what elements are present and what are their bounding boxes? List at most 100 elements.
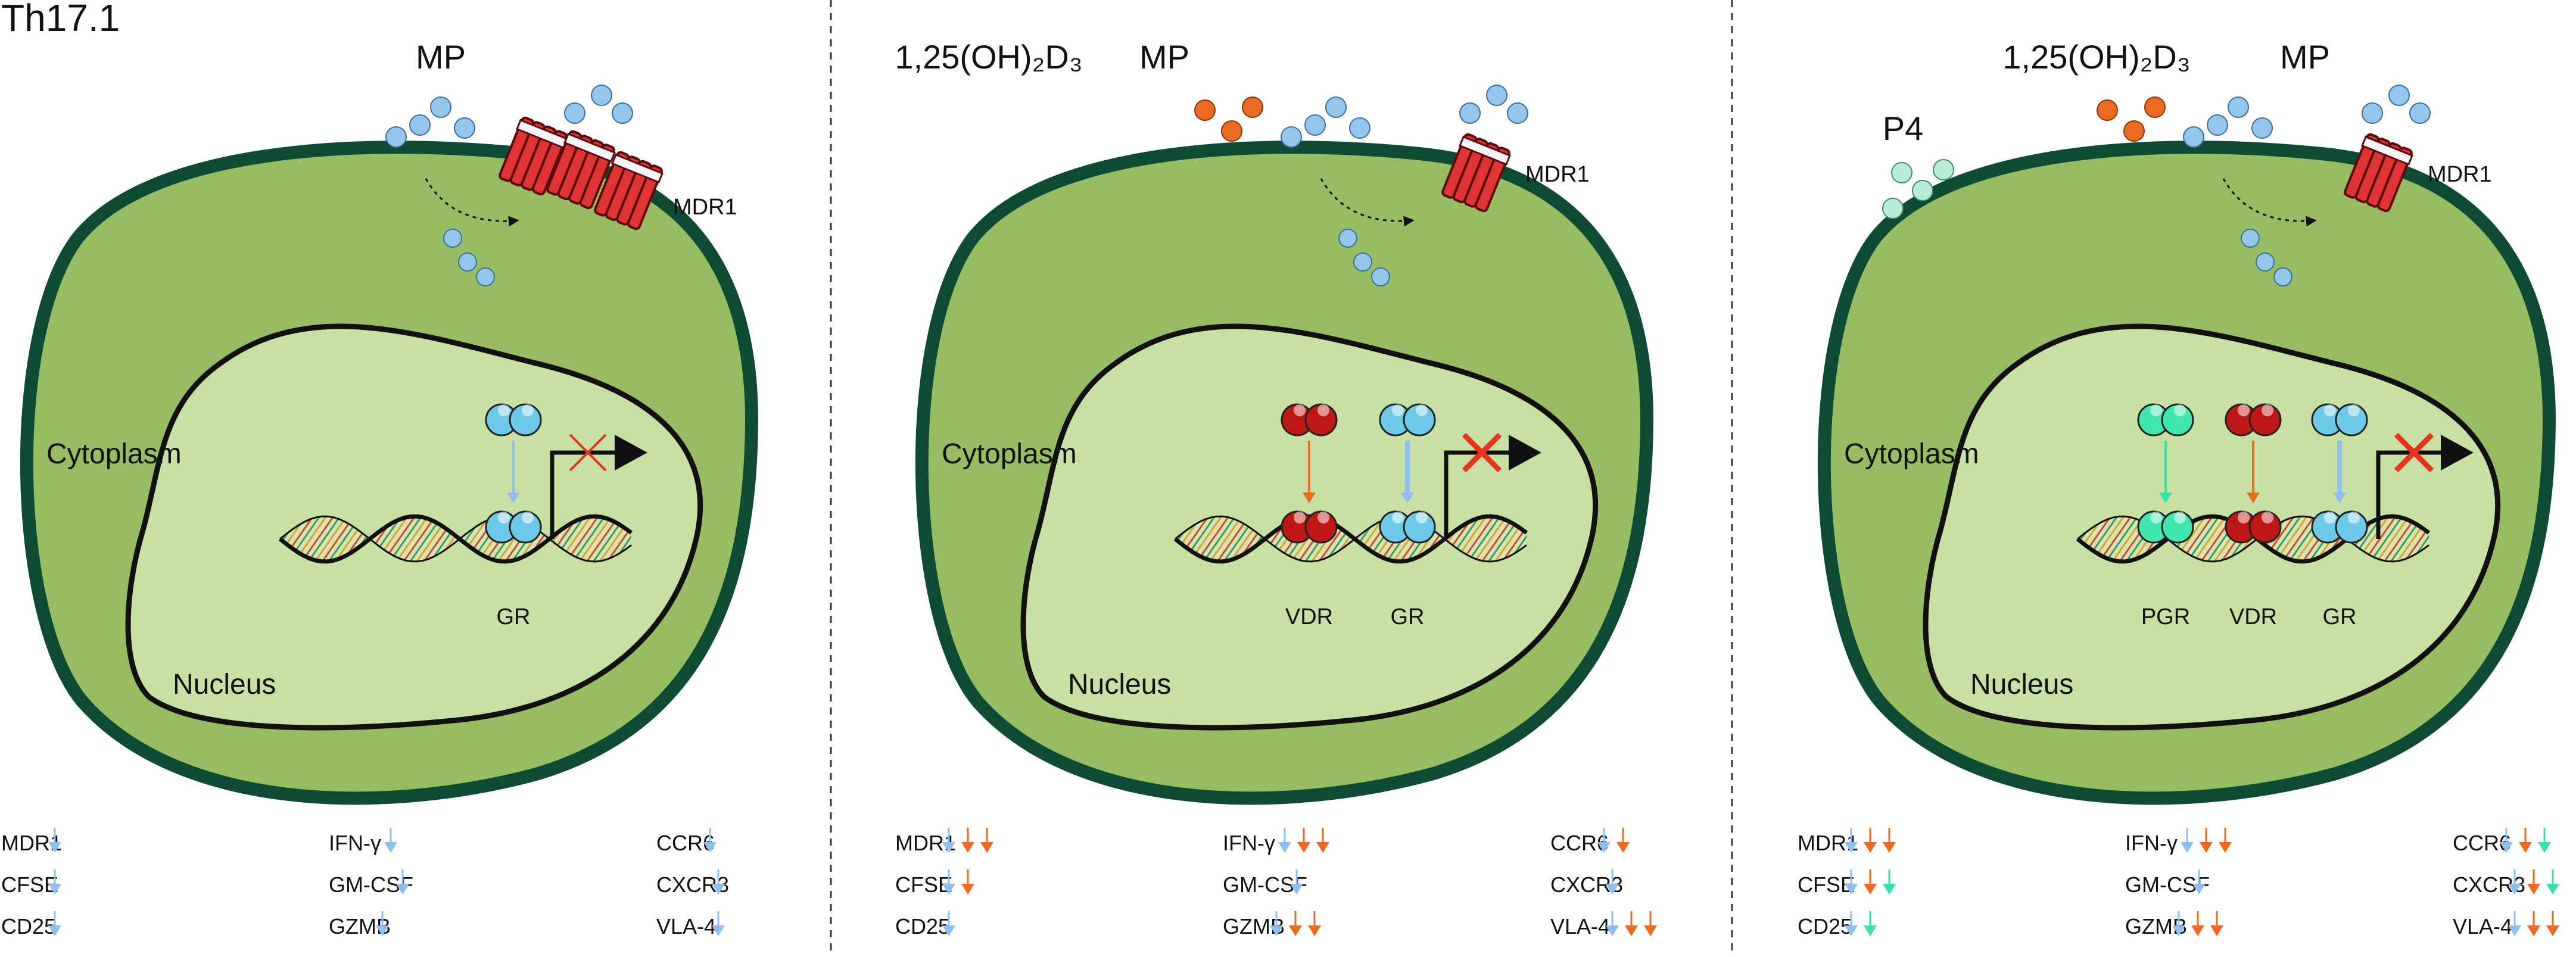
- vitd-molecule: [1242, 96, 1263, 118]
- mp-molecule-intracellular: [1353, 253, 1372, 272]
- dna-helix: [278, 514, 633, 564]
- dna-strand: [279, 515, 632, 563]
- dna-helix: [1173, 514, 1528, 564]
- arrow-head: [1864, 884, 1877, 894]
- nucleus-label: Nucleus: [1068, 669, 1171, 700]
- transporter-helix: [627, 164, 663, 230]
- arrow-head: [2527, 884, 2540, 894]
- nucleus-label: Nucleus: [1970, 669, 2073, 700]
- cytoplasm-label: Cytoplasm: [1844, 438, 1979, 470]
- receptor-highlight: [1416, 512, 1428, 523]
- arrow-head: [2219, 842, 2232, 853]
- arrow-head: [1864, 842, 1877, 853]
- arrow-head: [1606, 884, 1619, 894]
- vitd-molecule: [1221, 120, 1242, 142]
- receptor-gr-bound: [1379, 510, 1436, 544]
- arrow-head: [48, 884, 61, 894]
- receptor-highlight: [498, 512, 510, 523]
- mdr1-transporter: [499, 116, 568, 196]
- mp-molecule: [1486, 85, 1507, 106]
- arrow-head: [2508, 925, 2521, 936]
- panels: CytoplasmNucleusMDR1GRMPMDR1CFSECD25IFN-…: [1, 38, 2559, 939]
- receptor-highlight: [2262, 512, 2273, 523]
- receptor-gr-bound: [2311, 510, 2368, 544]
- receptor-highlight: [522, 404, 534, 416]
- arrow-head: [1883, 842, 1896, 853]
- receptor-highlight: [1317, 404, 1329, 416]
- arrow-head: [2519, 842, 2532, 853]
- receptor-highlight: [2348, 512, 2360, 523]
- panel-1: CytoplasmNucleusMDR1GRMPMDR1CFSECD25IFN-…: [1, 38, 759, 939]
- marker-entry: VLA-4: [1550, 911, 1657, 939]
- arrow-head: [1308, 925, 1321, 936]
- mp-molecule-intracellular: [476, 267, 495, 286]
- receptor-highlight: [2262, 404, 2273, 416]
- arrow-head: [507, 492, 520, 503]
- transporter-helix: [579, 144, 615, 210]
- marker-name: VLA-4: [2453, 914, 2512, 939]
- receptor-label-vdr: VDR: [2229, 604, 2277, 629]
- dna-strand: [1175, 515, 1527, 563]
- arrow-head: [1303, 492, 1316, 503]
- receptor-label-gr: GR: [1391, 604, 1425, 629]
- marker-entry: VLA-4: [2453, 911, 2559, 939]
- arrow-head: [1864, 925, 1877, 936]
- mp-molecule: [2251, 117, 2273, 139]
- vitd-molecule: [2123, 120, 2145, 142]
- marker-entry: GZMB: [1223, 911, 1321, 939]
- mp-molecule: [2362, 102, 2383, 124]
- arrow-head: [48, 842, 61, 853]
- mp-molecule: [2409, 102, 2431, 124]
- receptor-highlight: [2324, 512, 2336, 523]
- blocked-cross-icon: [569, 434, 607, 472]
- receptor-gr-free: [2311, 403, 2368, 437]
- mdr1-transporter: [594, 151, 664, 230]
- marker-entry: GZMB: [2125, 911, 2223, 939]
- mp-molecule: [385, 126, 407, 148]
- mp-molecule: [430, 96, 451, 118]
- arrow-head: [2333, 492, 2346, 503]
- mp-molecule-intracellular: [1371, 267, 1390, 286]
- arrow-head: [1278, 842, 1291, 853]
- vitd-molecule: [2144, 96, 2166, 118]
- mp-molecule-intracellular: [2273, 267, 2292, 286]
- receptor-vdr-free: [1281, 403, 1338, 437]
- marker-entry: CCR6: [1550, 828, 1630, 855]
- receptor-highlight: [2150, 512, 2162, 523]
- mp-molecule-intracellular: [458, 253, 477, 272]
- vitd-molecule: [2097, 99, 2118, 121]
- mp-molecule: [2183, 126, 2204, 148]
- dna-strand: [278, 514, 633, 564]
- mp-molecule: [1325, 96, 1347, 118]
- marker-entry: MDR1: [1, 828, 62, 855]
- transcription-arrowhead: [615, 435, 647, 470]
- mp-molecule-intracellular: [2241, 229, 2260, 248]
- receptor-pgr-bound: [2137, 510, 2194, 544]
- arrow-head: [376, 925, 389, 936]
- receptor-vdr-bound: [1281, 510, 1338, 544]
- drug-label-mp: MP: [416, 38, 466, 76]
- arrow-head: [2172, 925, 2185, 936]
- receptor-highlight: [1416, 404, 1428, 416]
- marker-entry: CFSE: [1798, 869, 1896, 897]
- marker-entry: GM-CSF: [2125, 869, 2210, 897]
- receptor-highlight: [2238, 404, 2250, 416]
- marker-name: IFN-γ: [1223, 831, 1275, 855]
- receptor-highlight: [2150, 404, 2162, 416]
- marker-entry: CFSE: [1, 869, 61, 897]
- marker-entry: CCR6: [2453, 828, 2551, 855]
- arrow-head: [703, 842, 717, 853]
- drug-label-p4: P4: [1883, 110, 1924, 147]
- receptor-gr-free: [1379, 403, 1436, 437]
- mdr1-label: MDR1: [2428, 162, 2492, 187]
- arrow-head: [1270, 925, 1283, 936]
- mp-molecule: [409, 114, 431, 136]
- marker-entry: IFN-γ: [329, 828, 397, 855]
- receptor-vdr-bound: [2225, 510, 2282, 544]
- transcription-start: [2376, 450, 2444, 539]
- marker-name: CD25: [1798, 914, 1852, 939]
- receptor-highlight: [1392, 404, 1404, 416]
